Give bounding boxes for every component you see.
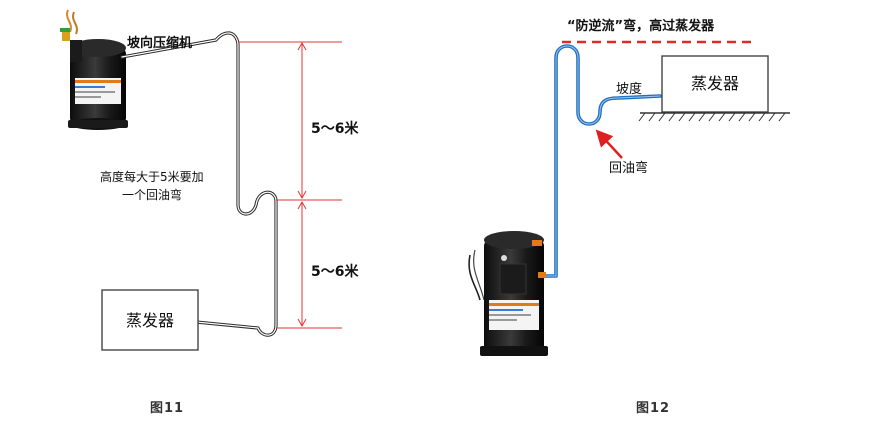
figure-caption-11: 图11 bbox=[150, 401, 184, 416]
evaporator-box-fig11 bbox=[101, 289, 199, 351]
anti-backflow-label: “防逆流”弯，高过蒸发器 bbox=[567, 18, 715, 34]
oil-trap-note-line2: 一个回油弯 bbox=[122, 187, 182, 202]
evaporator-box-fig12 bbox=[661, 55, 769, 113]
oil-trap-arrow-icon bbox=[595, 129, 623, 159]
figure-11: 蒸发器 坡向压缩机 5～6米 5～6米 高度每大于5米要加 一个回油弯 图11 bbox=[60, 9, 359, 416]
figure-caption-12: 图12 bbox=[636, 401, 670, 416]
compressor-label-fig11: 坡向压缩机 bbox=[127, 35, 192, 51]
dimension-arrow-icon bbox=[297, 190, 307, 200]
dimension-lines-fig11 bbox=[238, 41, 342, 329]
figure-12: 蒸发器 bbox=[468, 18, 790, 416]
compressor-image-fig11 bbox=[60, 9, 128, 130]
oil-trap-label: 回油弯 bbox=[609, 160, 648, 176]
evaporator-label-fig12: 蒸发器 bbox=[691, 74, 739, 93]
dimension-label-top: 5～6米 bbox=[311, 120, 359, 137]
oil-trap-note-line1: 高度每大于5米要加 bbox=[100, 169, 204, 184]
dimension-arrow-icon bbox=[297, 200, 307, 210]
dimension-label-bottom: 5～6米 bbox=[311, 263, 359, 280]
dimension-arrow-icon bbox=[297, 41, 307, 51]
slope-label: 坡度 bbox=[616, 81, 642, 97]
ground-hatch bbox=[638, 112, 790, 122]
compressor-image-fig12 bbox=[468, 231, 548, 356]
evaporator-label-fig11: 蒸发器 bbox=[126, 311, 174, 330]
dimension-arrow-icon bbox=[297, 318, 307, 328]
